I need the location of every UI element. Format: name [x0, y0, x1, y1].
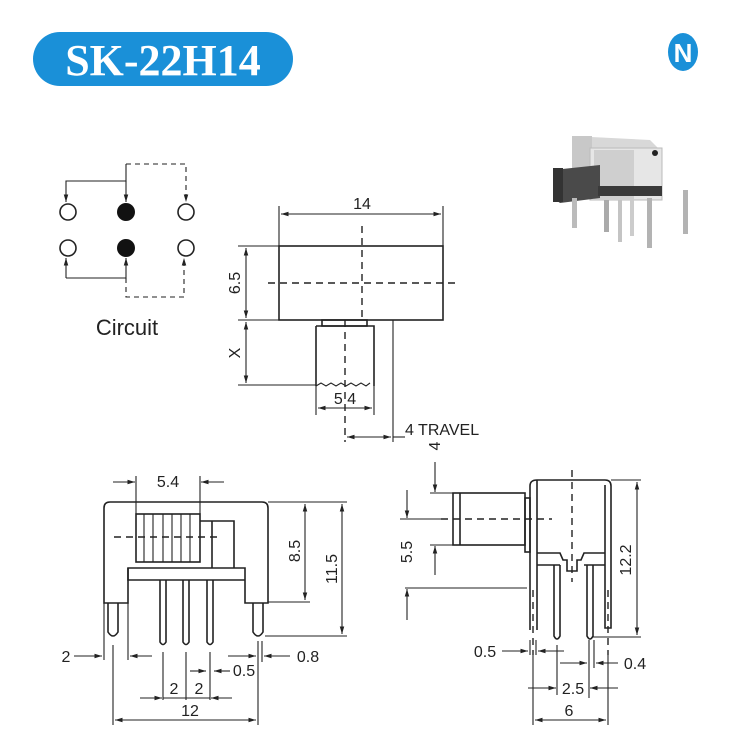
side-view-drawing: 4 5.5 12.2 0.5 0.4 2.5 6: [399, 441, 646, 725]
actuator-length-label: X: [227, 347, 244, 358]
travel-label: 4 TRAVEL: [405, 422, 479, 439]
circuit-caption: Circuit: [96, 315, 158, 340]
side-pin-width-b-label: 0.4: [624, 656, 646, 673]
body-height-label: 8.5: [287, 540, 304, 562]
top-width-label: 14: [353, 196, 371, 213]
pin-span-label: 12: [181, 703, 199, 720]
side-height-label: 12.2: [618, 544, 635, 575]
pitch-a-label: 2: [170, 681, 179, 698]
actuator-height-label: 5.5: [399, 541, 416, 563]
actuator-width-label: 5 4: [334, 391, 356, 408]
top-view-drawing: 14 6.5 X 5 4 4 TRAVEL: [227, 196, 479, 442]
actuator-offset-label: 4: [427, 441, 444, 450]
brand-logo: N: [668, 33, 698, 71]
depth-label: 6: [565, 703, 574, 720]
circuit-diagram: Circuit: [59, 163, 195, 340]
pin-width-label: 0.5: [233, 663, 255, 680]
product-photo: [553, 136, 688, 248]
side-pin-width-label: 0.8: [297, 649, 319, 666]
model-title-badge: SK-22H14: [33, 32, 293, 86]
total-height-label: 11.5: [324, 554, 341, 584]
side-pin-label: 2: [62, 649, 71, 666]
pitch-label: 2.5: [562, 681, 584, 698]
front-actuator-width-label: 5.4: [157, 474, 179, 491]
brand-logo-letter: N: [674, 38, 693, 68]
top-height-label: 6.5: [227, 272, 244, 294]
pitch-b-label: 2: [195, 681, 204, 698]
front-view-drawing: 5.4 8.5 11.5 2 0.8 0.5 2 2 12: [62, 474, 347, 725]
side-pin-width-label: 0.5: [474, 644, 496, 661]
model-title: SK-22H14: [65, 36, 261, 85]
